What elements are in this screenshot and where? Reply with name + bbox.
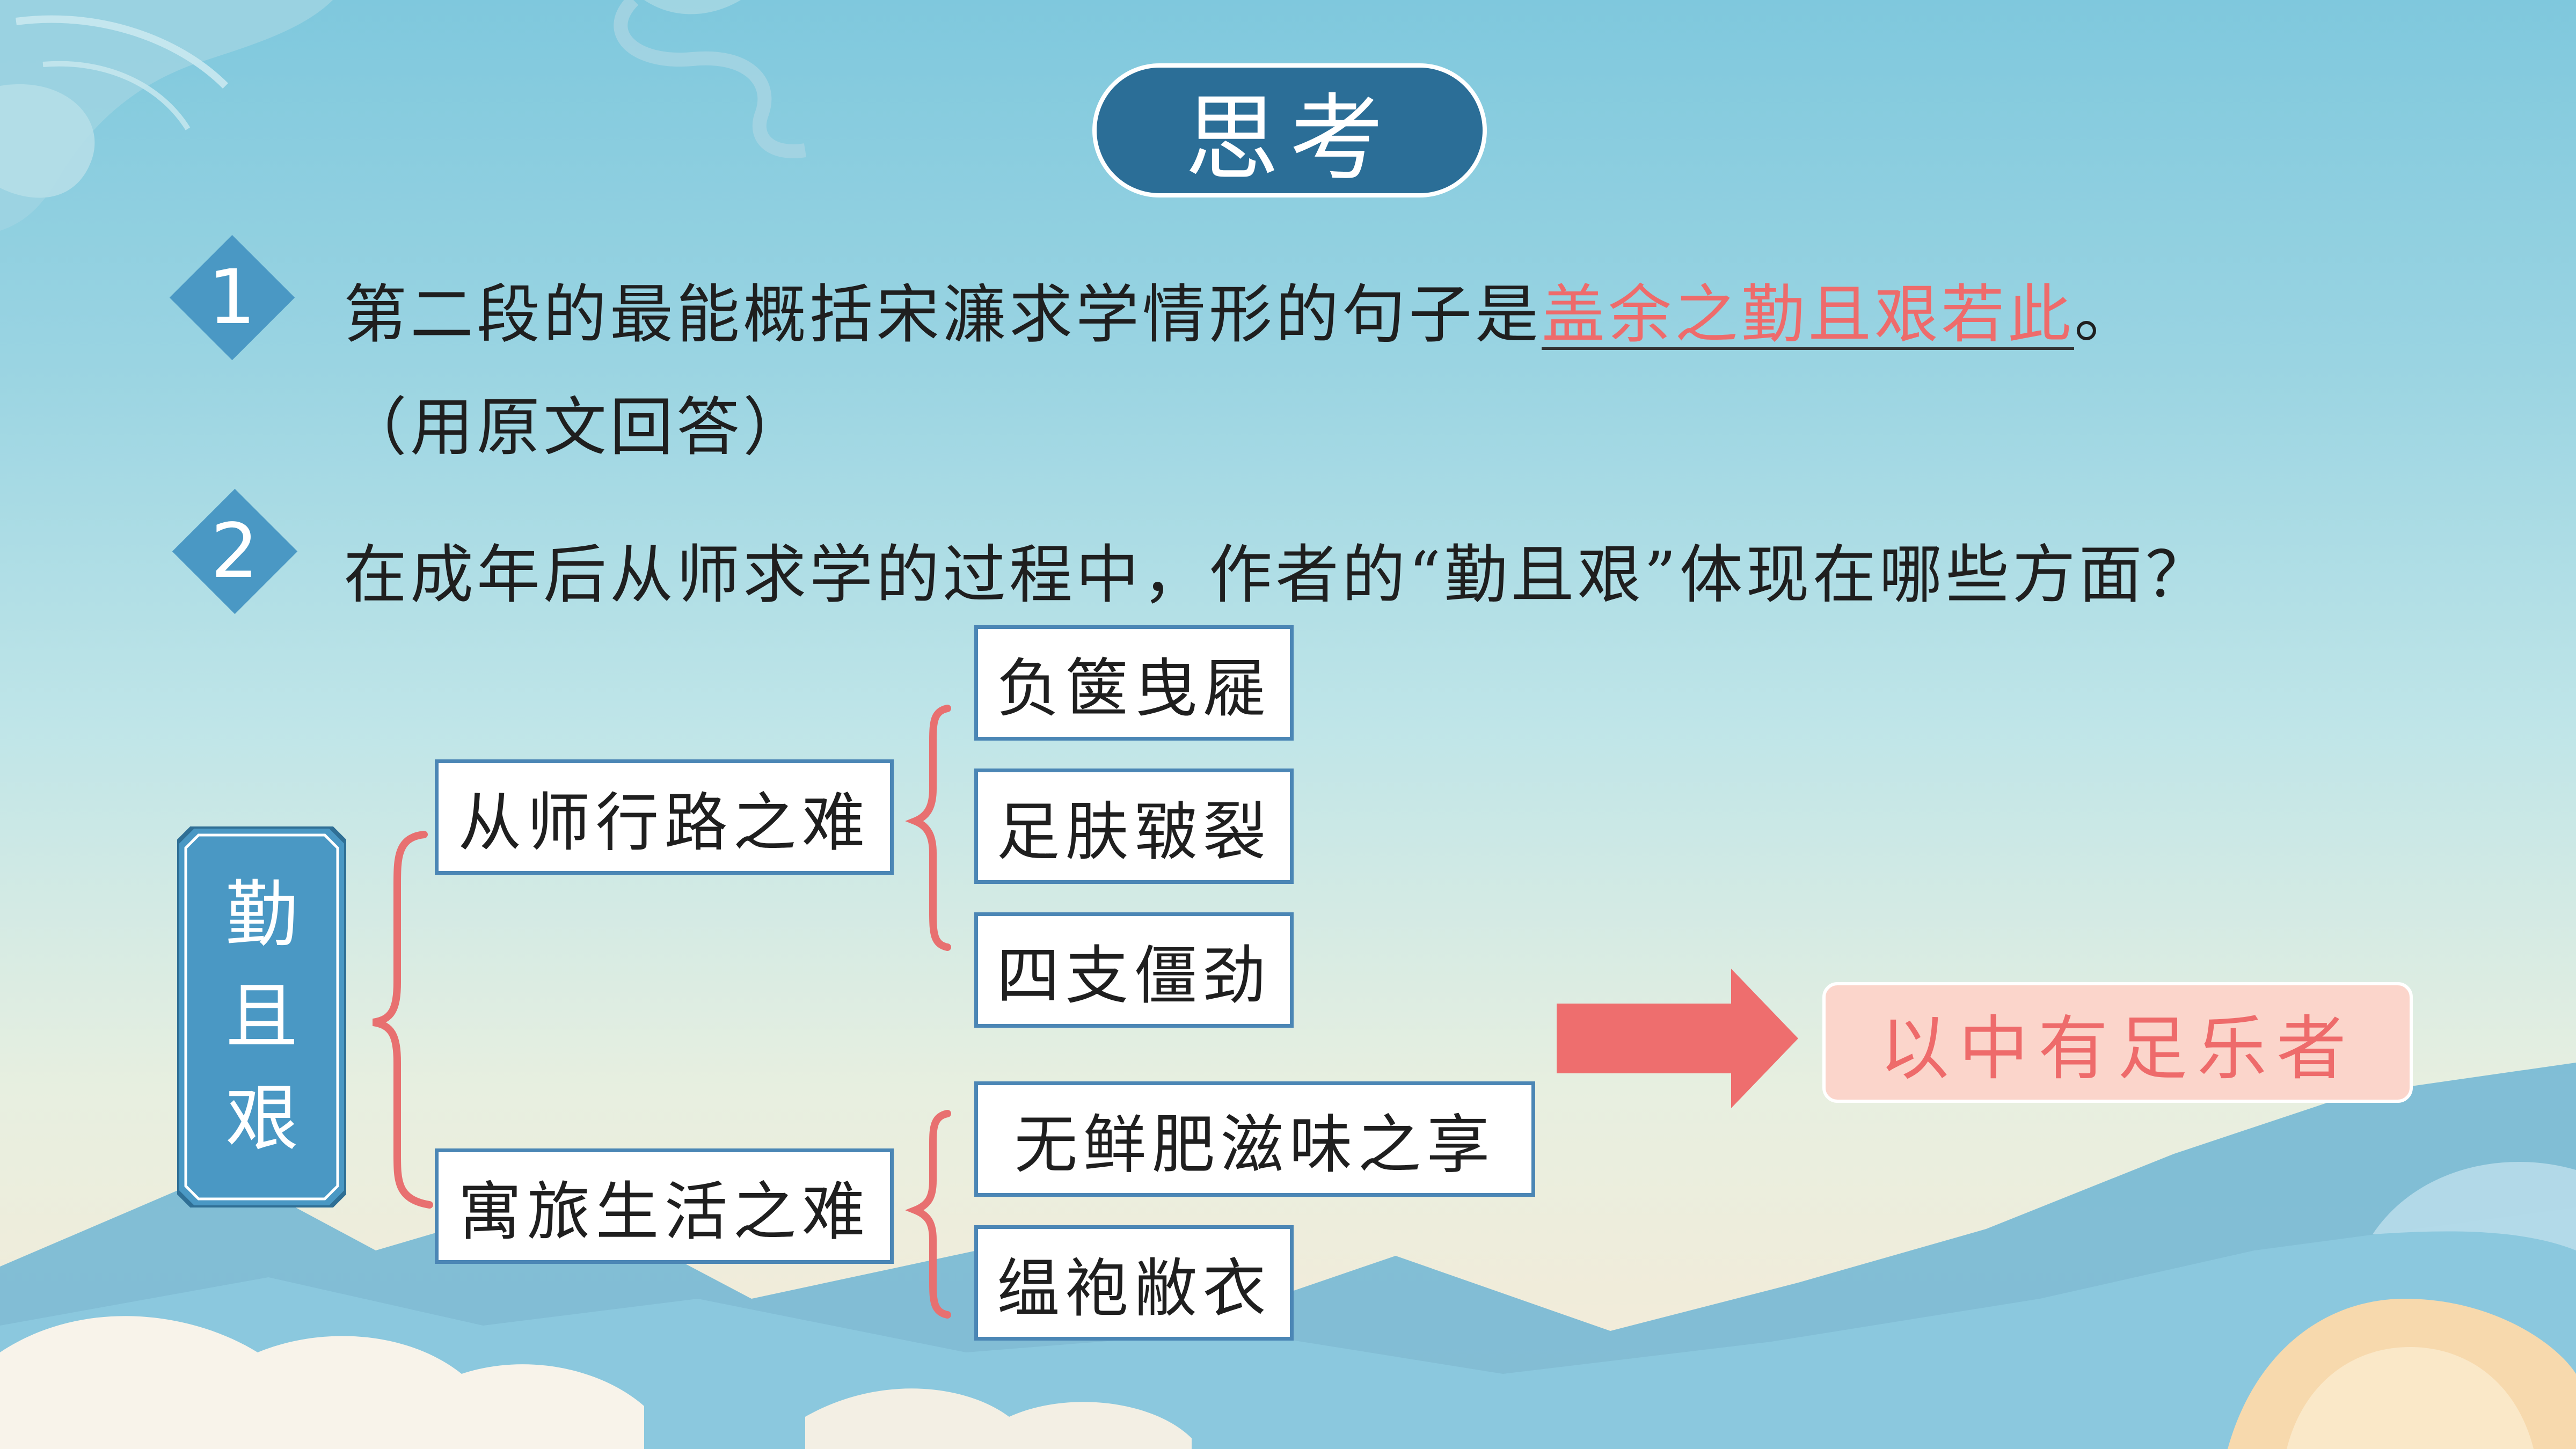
question-1-number: 1 [208, 253, 256, 341]
question-2-number: 2 [210, 507, 259, 595]
branch-label-travel: 从师行路之难 [435, 759, 894, 875]
item-cracked-skin: 足肤皲裂 [974, 769, 1294, 884]
lower-brace [905, 1110, 951, 1319]
item-carry-box: 负箧曳屣 [974, 625, 1294, 741]
main-concept: 勤 且 艰 [177, 826, 346, 1208]
branch-label-lodging: 寓旅生活之难 [435, 1148, 894, 1264]
question-1-answer: 盖余之勤且艰若此 [1542, 277, 2075, 352]
main-char-1: 勤 [225, 873, 298, 957]
main-brace [372, 831, 433, 1209]
main-char-2: 且 [225, 975, 298, 1059]
result-box: 以中有足乐者 [1822, 982, 2413, 1103]
question-1-prompt: 第二段的最能概括宋濂求学情形的句子是 [344, 277, 1542, 352]
main-box-shape [177, 826, 346, 1208]
page-title: 思考 [1092, 63, 1487, 197]
question-1-instruction: （用原文回答） [344, 390, 810, 464]
question-1-text: 第二段的最能概括宋濂求学情形的句子是盖余之勤且艰若此。 [344, 263, 2141, 355]
result-arrow-icon [1557, 969, 1798, 1108]
item-stiff-limbs: 四支僵劲 [974, 912, 1294, 1028]
item-worn-clothes: 缊袍敝衣 [974, 1225, 1294, 1341]
question-1-period: 。 [2074, 277, 2141, 352]
question-2-text: 在成年后从师求学的过程中，作者的“勤且艰”体现在哪些方面？ [344, 538, 2212, 612]
item-no-fine-food: 无鲜肥滋味之享 [974, 1081, 1535, 1197]
upper-brace [905, 705, 951, 951]
main-char-3: 艰 [225, 1077, 298, 1161]
